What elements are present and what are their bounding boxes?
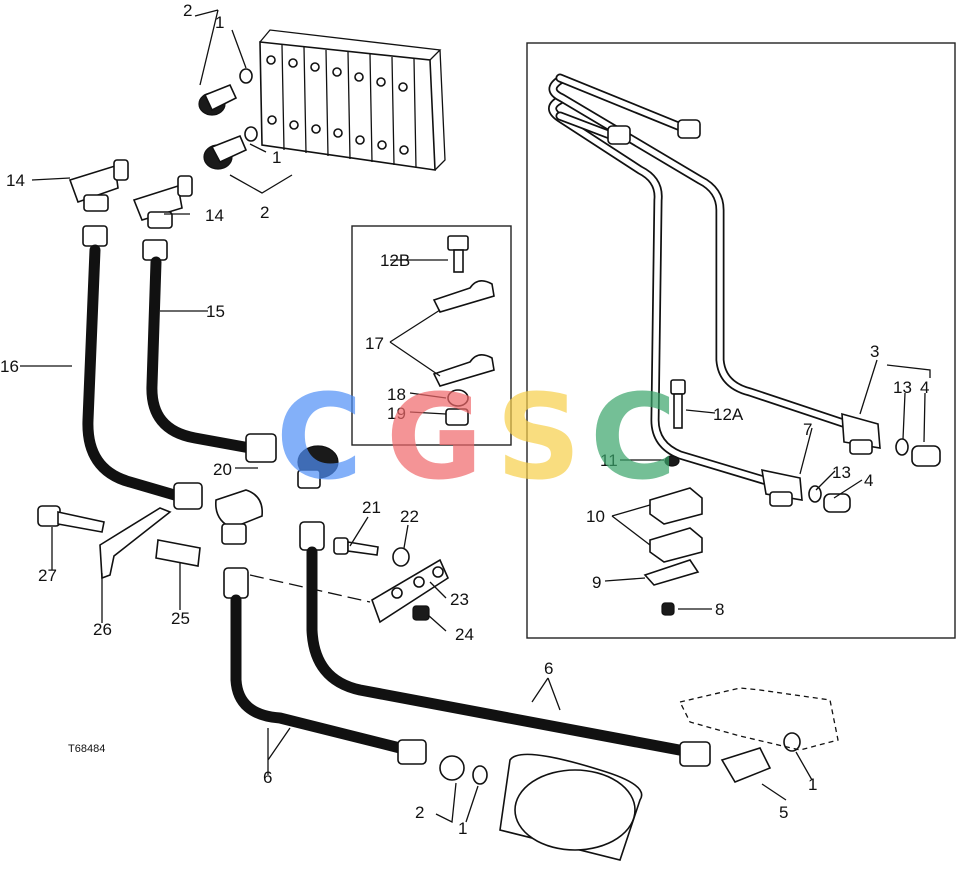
callout-19: 19 xyxy=(387,404,406,423)
callout-1-bottom: 1 xyxy=(458,819,467,838)
fitting-upper xyxy=(198,68,253,116)
watermark-letter-g: G xyxy=(386,368,483,506)
elbow-fitting-right xyxy=(132,175,193,229)
watermark-letter-c2: C xyxy=(590,368,677,506)
plate-9 xyxy=(643,559,700,586)
callout-8: 8 xyxy=(715,600,724,619)
callout-25: 25 xyxy=(171,609,190,628)
nut-8 xyxy=(661,602,675,616)
elbow-fitting-left xyxy=(68,159,129,212)
callout-26: 26 xyxy=(93,620,112,639)
elbow-20 xyxy=(215,445,339,545)
callout-4-lower: 4 xyxy=(864,471,873,490)
hose-6-left xyxy=(223,567,488,785)
watermark: C G S C xyxy=(276,368,677,506)
callout-1-top: 1 xyxy=(215,13,224,32)
callout-2-top: 2 xyxy=(183,1,192,20)
mount-outline xyxy=(679,687,839,751)
callout-18: 18 xyxy=(387,385,406,404)
callout-3: 3 xyxy=(870,342,879,361)
callout-27: 27 xyxy=(38,566,57,585)
callout-14-left: 14 xyxy=(6,171,25,190)
watermark-letter-s: S xyxy=(496,368,581,506)
callout-12a: 12A xyxy=(713,405,744,424)
hose-15 xyxy=(142,239,277,463)
callout-labels: 2 1 1 2 14 14 15 16 20 27 26 25 21 22 23… xyxy=(0,1,929,838)
steel-tubes xyxy=(548,73,941,513)
cylinder xyxy=(499,753,643,861)
callout-9: 9 xyxy=(592,573,601,592)
callout-2-upper: 2 xyxy=(260,203,269,222)
callout-6-right: 6 xyxy=(544,659,553,678)
figure-code: T68484 xyxy=(68,743,105,755)
watermark-letter-c1: C xyxy=(276,368,363,506)
callout-10: 10 xyxy=(586,507,605,526)
clamp-inset-frame xyxy=(351,225,512,446)
callout-13-upper: 13 xyxy=(893,378,912,397)
callout-24: 24 xyxy=(455,625,474,644)
callout-7: 7 xyxy=(803,420,812,439)
callout-16: 16 xyxy=(0,357,19,376)
spacer-25 xyxy=(155,539,201,567)
clip-lower-17 xyxy=(432,354,495,387)
callout-1-upper: 1 xyxy=(272,148,281,167)
callout-6-left: 6 xyxy=(263,768,272,787)
callout-17: 17 xyxy=(365,334,384,353)
hose-6-right xyxy=(299,521,801,783)
callout-1-right: 1 xyxy=(808,775,817,794)
washer-22 xyxy=(392,547,410,567)
leader-lines xyxy=(20,9,931,824)
bolt-27 xyxy=(37,505,105,533)
nut-11 xyxy=(664,455,680,467)
callout-20: 20 xyxy=(213,460,232,479)
callout-5: 5 xyxy=(779,803,788,822)
bolt-12a xyxy=(670,379,686,429)
washer-18 xyxy=(447,389,469,407)
nut-24 xyxy=(412,605,430,621)
callout-23: 23 xyxy=(450,590,469,609)
callout-21: 21 xyxy=(362,498,381,517)
nut-19 xyxy=(445,408,469,426)
callout-22: 22 xyxy=(400,507,419,526)
callout-15: 15 xyxy=(206,302,225,321)
callout-11: 11 xyxy=(600,451,618,470)
hose-16 xyxy=(82,225,203,510)
callout-14-right: 14 xyxy=(205,206,224,225)
bolt-12b xyxy=(447,235,469,273)
clamp-plate-23 xyxy=(371,558,450,624)
fitting-lower xyxy=(203,126,258,170)
control-valve-stack xyxy=(259,29,446,171)
callout-12b: 12B xyxy=(380,251,410,270)
bolt-21 xyxy=(333,537,379,556)
clip-upper-17 xyxy=(432,280,495,313)
callout-4-upper: 4 xyxy=(920,378,929,397)
callout-13-lower: 13 xyxy=(832,463,851,482)
callout-2-bottom: 2 xyxy=(415,803,424,822)
clamp-halves-10 xyxy=(649,487,703,563)
right-inset-frame xyxy=(526,42,956,639)
